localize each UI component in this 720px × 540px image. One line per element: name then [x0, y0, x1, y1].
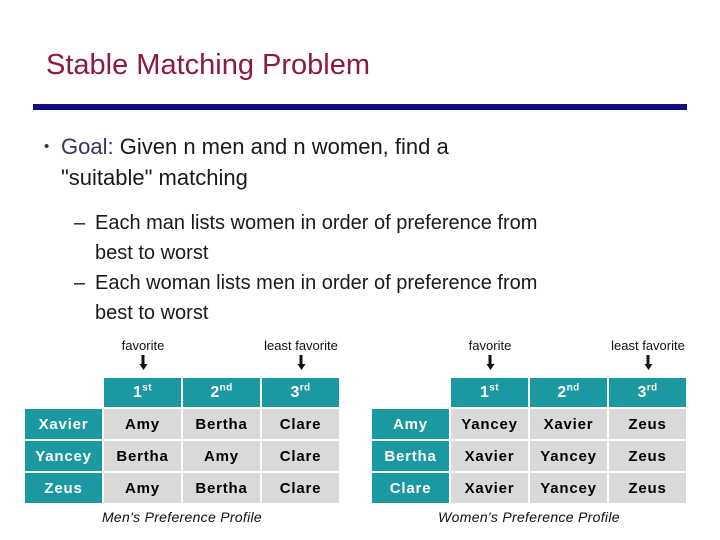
table-cell: Clare [262, 473, 339, 503]
down-arrow-icon [297, 355, 306, 370]
favorite-label: favorite [468, 338, 512, 353]
table-cell: Zeus [609, 409, 686, 439]
sub-bullet-women: – Each woman lists men in order of prefe… [74, 268, 537, 328]
sub-bullet-women-line1: Each woman lists men in order of prefere… [95, 272, 538, 294]
sub-bullet-men-line1: Each man lists women in order of prefere… [95, 212, 538, 234]
sub-bullet-men-line2: best to worst [95, 242, 209, 264]
table-cell: Yancey [451, 409, 528, 439]
table-cell: Zeus [609, 441, 686, 471]
favorite-label: favorite [121, 338, 165, 353]
table-cell: Bertha [183, 473, 260, 503]
sub-bullet-men: – Each man lists women in order of prefe… [74, 208, 537, 268]
womens-table-caption: Women's Preference Profile [438, 509, 620, 525]
least-favorite-label: least favorite [264, 338, 338, 353]
table-cell: Xavier [451, 441, 528, 471]
table-cell: Clare [262, 409, 339, 439]
slide-title: Stable Matching Problem [46, 49, 370, 81]
table-cell: Zeus [609, 473, 686, 503]
sub-bullet-women-text: Each woman lists men in order of prefere… [95, 268, 537, 328]
goal-label: Goal: [61, 134, 114, 159]
sub-bullet-men-text: Each man lists women in order of prefere… [95, 208, 537, 268]
row-header: Bertha [372, 441, 449, 471]
goal-bullet: • Goal:Given n men and n women, find a "… [44, 131, 449, 193]
least-favorite-label: least favorite [611, 338, 685, 353]
column-header-3rd: 3rd [262, 378, 339, 407]
table-cell: Amy [104, 473, 181, 503]
column-header-2nd: 2nd [183, 378, 260, 407]
dash-icon: – [74, 272, 86, 294]
goal-text: Goal:Given n men and n women, find a "su… [61, 131, 449, 193]
table-cell: Clare [262, 441, 339, 471]
column-header-3rd: 3rd [609, 378, 686, 407]
down-arrow-icon [486, 355, 495, 370]
table-cell: Xavier [530, 409, 607, 439]
column-header-1st: 1st [451, 378, 528, 407]
table-cell: Bertha [104, 441, 181, 471]
bullet-icon: • [44, 138, 50, 155]
column-header-2nd: 2nd [530, 378, 607, 407]
table-cell: Yancey [530, 473, 607, 503]
goal-line1: Given n men and n women, find a [119, 134, 449, 159]
table-cell: Amy [104, 409, 181, 439]
mens-table-grid: 1st 2nd 3rd Xavier Amy Bertha Clare Yanc… [25, 378, 339, 503]
womens-table-grid: 1st 2nd 3rd Amy Yancey Xavier Zeus Berth… [372, 378, 686, 503]
row-header: Zeus [25, 473, 102, 503]
table-cell: Yancey [530, 441, 607, 471]
sub-bullet-women-line2: best to worst [95, 302, 209, 324]
down-arrow-icon [644, 355, 653, 370]
row-header: Amy [372, 409, 449, 439]
mens-table-caption: Men's Preference Profile [101, 509, 263, 525]
corner-cell [372, 378, 449, 407]
row-header: Clare [372, 473, 449, 503]
mens-preference-table: favorite least favorite 1st 2nd 3rd Xavi… [25, 338, 339, 538]
row-header: Yancey [25, 441, 102, 471]
goal-line2: "suitable" matching [61, 165, 248, 190]
down-arrow-icon [139, 355, 148, 370]
row-header: Xavier [25, 409, 102, 439]
womens-preference-table: favorite least favorite 1st 2nd 3rd Amy … [372, 338, 686, 538]
table-cell: Xavier [451, 473, 528, 503]
table-cell: Bertha [183, 409, 260, 439]
column-header-1st: 1st [104, 378, 181, 407]
dash-icon: – [74, 212, 86, 234]
table-cell: Amy [183, 441, 260, 471]
corner-cell [25, 378, 102, 407]
title-divider-rule [33, 104, 687, 110]
